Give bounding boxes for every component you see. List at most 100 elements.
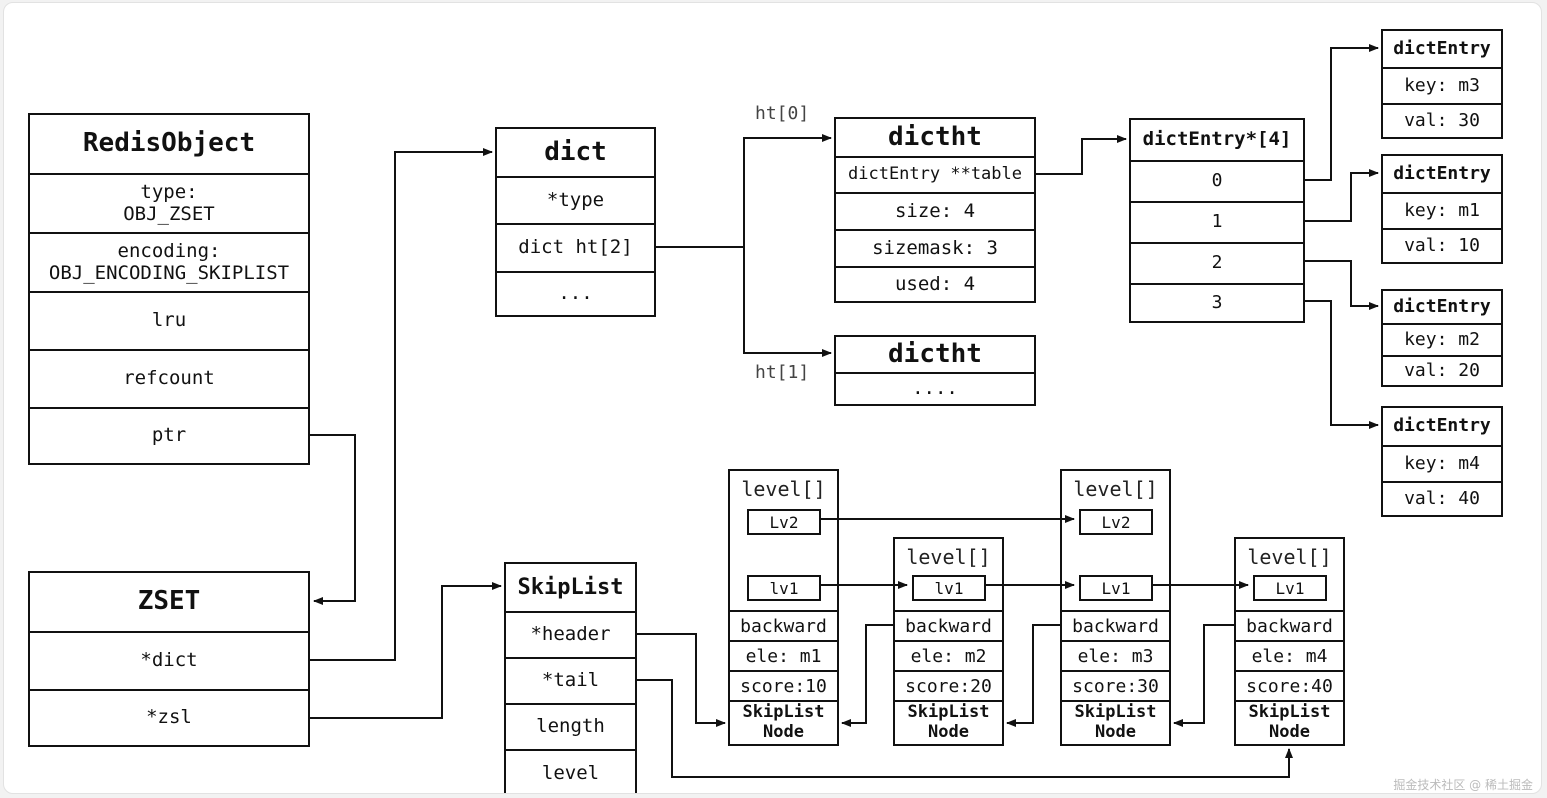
dict-entry-title: dictEntry bbox=[1393, 162, 1491, 184]
dict-ht1-arrow bbox=[743, 247, 832, 357]
node-score: score:20 bbox=[895, 670, 1002, 700]
ht0-label: ht[0] bbox=[755, 103, 810, 124]
skiplist-header-field: *header bbox=[506, 611, 635, 657]
node-level-lv2: Lv2 bbox=[747, 509, 821, 535]
dict-entry-val: val: 40 bbox=[1383, 481, 1501, 515]
dict-entry-title: dictEntry bbox=[1393, 295, 1491, 317]
redis-object-type: type: OBJ_ZSET bbox=[30, 173, 308, 232]
dictht0-sizemask-field: sizemask: 3 bbox=[836, 229, 1034, 266]
slot0-arrow bbox=[1305, 44, 1379, 181]
zset-zsl-to-skiplist-arrow bbox=[310, 582, 502, 719]
dictht0-table-field: dictEntry **table bbox=[836, 156, 1034, 192]
table-slot-3: 3 bbox=[1131, 283, 1303, 321]
node-level-lv2: Lv2 bbox=[1079, 509, 1153, 535]
skiplist-level-field: level bbox=[506, 749, 635, 793]
dict-entry-title: dictEntry bbox=[1393, 415, 1491, 437]
ptr-to-zset-arrow bbox=[310, 434, 356, 605]
node-level-title: level[] bbox=[1073, 477, 1158, 501]
table-slot-2: 2 bbox=[1131, 242, 1303, 283]
node-name-line1: SkipList bbox=[1074, 702, 1157, 723]
dict-entry-val: val: 20 bbox=[1383, 355, 1501, 385]
node-level-title: level[] bbox=[1247, 545, 1332, 569]
dictht0-size-field: size: 4 bbox=[836, 192, 1034, 229]
table-slot-1: 1 bbox=[1131, 201, 1303, 242]
dict-entry-key: key: m2 bbox=[1383, 323, 1501, 355]
zset-dict-to-dict-arrow bbox=[310, 148, 493, 661]
dict-type-field: *type bbox=[497, 176, 654, 223]
dictht0-title: dictht bbox=[888, 121, 982, 152]
skiplist-tail-field: *tail bbox=[506, 657, 635, 703]
redis-object-box: RedisObject type: OBJ_ZSET encoding: OBJ… bbox=[28, 113, 310, 465]
diagram-canvas: RedisObject type: OBJ_ZSET encoding: OBJ… bbox=[3, 2, 1542, 794]
redis-object-encoding: encoding: OBJ_ENCODING_SKIPLIST bbox=[30, 232, 308, 291]
dict-entry-title: dictEntry bbox=[1393, 37, 1491, 59]
dict-entry-m2: dictEntry key: m2 val: 20 bbox=[1381, 289, 1503, 387]
zset-box: ZSET *dict *zsl bbox=[28, 571, 310, 747]
node-name-line2: Node bbox=[1095, 722, 1136, 742]
dict-ht0-arrow bbox=[743, 134, 832, 247]
dict-ht-field: dict ht[2] bbox=[497, 223, 654, 271]
watermark: 掘金技术社区 @ 稀土掘金 bbox=[1393, 778, 1533, 792]
skiplist-node-m1: level[] Lv2 lv1 backward ele: m1 score:1… bbox=[728, 469, 839, 746]
skiplist-node-m3: level[] Lv2 Lv1 backward ele: m3 score:3… bbox=[1060, 469, 1171, 746]
dict-entry-m1: dictEntry key: m1 val: 10 bbox=[1381, 154, 1503, 264]
table-box: dictEntry*[4] 0 1 2 3 bbox=[1129, 118, 1305, 323]
redis-object-refcount: refcount bbox=[30, 349, 308, 407]
ht1-label: ht[1] bbox=[755, 362, 810, 383]
node-ele: ele: m2 bbox=[895, 640, 1002, 670]
node-level-lv1: Lv1 bbox=[1079, 575, 1153, 601]
slot1-arrow bbox=[1305, 169, 1379, 222]
dictht0-box: dictht dictEntry **table size: 4 sizemas… bbox=[834, 117, 1036, 303]
dictht1-title: dictht bbox=[888, 338, 982, 369]
backward-m2-m1 bbox=[841, 624, 893, 727]
node-score: score:10 bbox=[730, 670, 837, 700]
dict-entry-m3: dictEntry key: m3 val: 30 bbox=[1381, 29, 1503, 139]
node-name-line1: SkipList bbox=[742, 702, 825, 723]
node-name-line1: SkipList bbox=[907, 702, 990, 723]
node-backward: backward bbox=[1236, 610, 1343, 640]
backward-m3-m2 bbox=[1006, 624, 1060, 727]
zset-dict-field: *dict bbox=[30, 631, 308, 689]
redis-object-lru: lru bbox=[30, 291, 308, 349]
node-ele: ele: m1 bbox=[730, 640, 837, 670]
skiplist-title: SkipList bbox=[517, 574, 624, 600]
dictht1-more-field: .... bbox=[836, 372, 1034, 404]
redis-object-title: RedisObject bbox=[82, 128, 256, 159]
skiplist-node-m4: level[] Lv1 backward ele: m4 score:40 Sk… bbox=[1234, 537, 1345, 746]
zset-zsl-field: *zsl bbox=[30, 689, 308, 745]
slot2-arrow bbox=[1305, 260, 1379, 310]
dict-box: dict *type dict ht[2] ... bbox=[495, 127, 656, 317]
node-name-line2: Node bbox=[1269, 722, 1310, 742]
node-score: score:30 bbox=[1062, 670, 1169, 700]
node-level-lv1: lv1 bbox=[747, 575, 821, 601]
node-name-line1: SkipList bbox=[1248, 702, 1331, 723]
dict-entry-key: key: m3 bbox=[1383, 67, 1501, 103]
dict-entry-val: val: 30 bbox=[1383, 103, 1501, 137]
dict-title: dict bbox=[544, 136, 607, 167]
node-level-title: level[] bbox=[741, 477, 826, 501]
node-backward: backward bbox=[730, 610, 837, 640]
node-backward: backward bbox=[895, 610, 1002, 640]
skiplist-header-arrow bbox=[637, 633, 726, 727]
node-level-title: level[] bbox=[906, 545, 991, 569]
skiplist-node-m2: level[] lv1 backward ele: m2 score:20 Sk… bbox=[893, 537, 1004, 746]
node-ele: ele: m3 bbox=[1062, 640, 1169, 670]
table-title: dictEntry*[4] bbox=[1142, 128, 1292, 151]
redis-object-ptr: ptr bbox=[30, 407, 308, 463]
backward-m4-m3 bbox=[1173, 624, 1234, 727]
skiplist-length-field: length bbox=[506, 703, 635, 749]
dict-entry-m4: dictEntry key: m4 val: 40 bbox=[1381, 406, 1503, 517]
node-level-lv1: Lv1 bbox=[1253, 575, 1327, 601]
table-slot-0: 0 bbox=[1131, 160, 1303, 201]
node-name-line2: Node bbox=[763, 722, 804, 742]
zset-title: ZSET bbox=[137, 586, 201, 617]
slot3-arrow bbox=[1305, 300, 1379, 429]
node-score: score:40 bbox=[1236, 670, 1343, 700]
dict-more-field: ... bbox=[497, 271, 654, 315]
dict-entry-val: val: 10 bbox=[1383, 228, 1501, 262]
skiplist-box: SkipList *header *tail length level bbox=[504, 562, 637, 793]
dictht0-used-field: used: 4 bbox=[836, 266, 1034, 301]
node-ele: ele: m4 bbox=[1236, 640, 1343, 670]
node-level-lv1: lv1 bbox=[912, 575, 986, 601]
node-name-line2: Node bbox=[928, 722, 969, 742]
